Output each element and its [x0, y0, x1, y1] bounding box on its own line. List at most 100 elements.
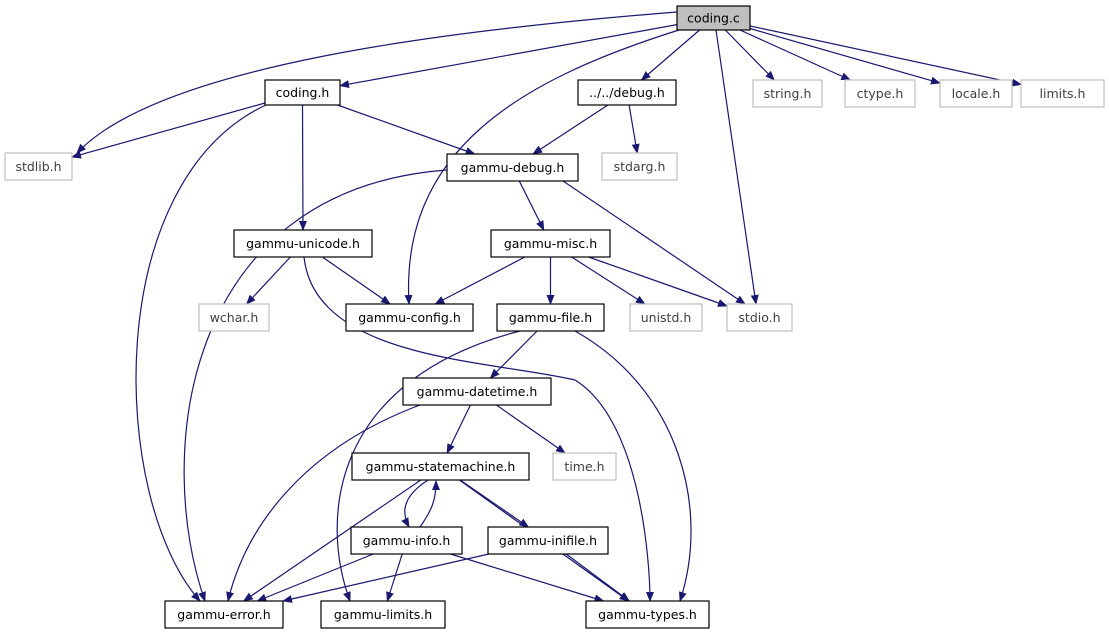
edge-coding-c-to-string-h — [724, 29, 775, 81]
node-label: stdlib.h — [15, 159, 61, 174]
node-box — [844, 79, 916, 108]
node-box — [601, 152, 678, 181]
node-label: coding.c — [687, 11, 740, 26]
node-gammu-statemachine-h[interactable]: gammu-statemachine.h — [351, 452, 530, 481]
node-box — [585, 600, 710, 629]
node-label: gammu-statemachine.h — [366, 459, 516, 474]
edge-gammu-debug-h-to-gammu-error-h — [183, 169, 448, 602]
node-gammu-config-h[interactable]: gammu-config.h — [345, 303, 474, 332]
node-gammu-datetime-h[interactable]: gammu-datetime.h — [402, 377, 552, 406]
edge-coding-c-to-coding-h — [339, 24, 678, 89]
node-box — [350, 526, 463, 555]
edge-gammu-info-h-to-gammu-limits-h — [386, 553, 403, 602]
node-debug-h[interactable]: ../../debug.h — [577, 79, 677, 106]
node-stdarg-h: stdarg.h — [601, 152, 678, 181]
node-gammu-types-h[interactable]: gammu-types.h — [585, 600, 710, 629]
node-box — [490, 229, 611, 258]
node-box — [164, 600, 284, 629]
edge-gammu-debug-h-to-stdio-h — [562, 180, 746, 305]
node-box — [402, 377, 552, 406]
edge-coding-h-to-gammu-unicode-h — [298, 104, 307, 231]
node-gammu-inifile-h[interactable]: gammu-inifile.h — [487, 526, 609, 555]
node-stdlib-h: stdlib.h — [4, 152, 73, 181]
edge-coding-h-to-gammu-debug-h — [337, 104, 476, 155]
node-label: ../../debug.h — [589, 85, 665, 100]
node-label: ctype.h — [857, 86, 904, 101]
node-box — [351, 452, 530, 481]
node-label: gammu-datetime.h — [417, 384, 538, 399]
edge-gammu-statemachine-h-to-gammu-info-h — [401, 479, 429, 528]
node-label: gammu-types.h — [598, 607, 697, 622]
edges-layer — [71, 11, 1022, 603]
node-coding-c[interactable]: coding.c — [676, 5, 751, 31]
edge-coding-h-to-gammu-error-h — [135, 103, 269, 602]
edge-coding-h-to-stdlib-h — [71, 102, 266, 159]
edge-coding-c-to-gammu-config-h — [404, 29, 680, 305]
node-wchar-h: wchar.h — [198, 303, 270, 332]
node-gammu-error-h[interactable]: gammu-error.h — [164, 600, 284, 629]
node-box — [446, 153, 579, 182]
node-label: gammu-misc.h — [504, 236, 597, 251]
node-box — [577, 79, 677, 106]
node-gammu-debug-h[interactable]: gammu-debug.h — [446, 153, 579, 182]
edge-gammu-info-h-to-gammu-types-h — [450, 553, 605, 603]
node-box — [487, 526, 609, 555]
node-box — [676, 5, 751, 31]
node-ctype-h: ctype.h — [844, 79, 916, 108]
node-label: gammu-info.h — [363, 533, 451, 548]
node-box — [1020, 79, 1105, 108]
node-string-h: string.h — [752, 79, 823, 108]
node-box — [496, 303, 605, 332]
node-label: stdarg.h — [614, 159, 666, 174]
node-unistd-h: unistd.h — [629, 303, 703, 332]
edge-gammu-misc-h-to-unistd-h — [571, 256, 646, 305]
edge-gammu-datetime-h-to-time-h — [496, 404, 566, 454]
node-gammu-file-h[interactable]: gammu-file.h — [496, 303, 605, 332]
node-stdio-h: stdio.h — [726, 303, 793, 332]
node-label: wchar.h — [210, 310, 259, 325]
node-box — [264, 79, 341, 106]
node-label: time.h — [564, 459, 604, 474]
node-box — [4, 152, 73, 181]
edge-gammu-unicode-h-to-gammu-config-h — [322, 256, 391, 305]
edge-debug-h-to-gammu-debug-h — [532, 104, 609, 155]
edge-gammu-datetime-h-to-gammu-statemachine-h — [446, 404, 471, 454]
edge-gammu-misc-h-to-stdio-h — [588, 256, 728, 307]
edge-coding-c-to-limits-h — [749, 25, 1022, 87]
node-box — [345, 303, 474, 332]
node-gammu-unicode-h[interactable]: gammu-unicode.h — [233, 229, 373, 258]
node-label: limits.h — [1040, 86, 1086, 101]
node-label: gammu-inifile.h — [499, 533, 597, 548]
edge-coding-c-to-debug-h — [640, 29, 700, 81]
node-label: gammu-unicode.h — [246, 236, 360, 251]
edge-gammu-misc-h-to-gammu-config-h — [434, 256, 526, 305]
node-limits-h: limits.h — [1020, 79, 1105, 108]
edge-gammu-debug-h-to-gammu-misc-h — [518, 180, 545, 231]
node-box — [629, 303, 703, 332]
edge-gammu-info-h-to-gammu-statemachine-h — [419, 480, 440, 528]
edge-coding-c-to-locale-h — [749, 27, 941, 85]
edge-coding-c-to-stdlib-h — [76, 11, 678, 154]
edge-gammu-statemachine-h-to-gammu-error-h — [242, 479, 422, 602]
node-coding-h[interactable]: coding.h — [264, 79, 341, 106]
node-gammu-limits-h[interactable]: gammu-limits.h — [320, 600, 446, 629]
edge-coding-c-to-stdio-h — [715, 29, 759, 305]
node-label: gammu-error.h — [177, 607, 270, 622]
edge-gammu-file-h-to-gammu-types-h — [574, 330, 692, 602]
node-time-h: time.h — [552, 452, 617, 481]
edge-coding-c-to-ctype-h — [739, 29, 852, 81]
node-locale-h: locale.h — [939, 79, 1013, 108]
node-label: stdio.h — [738, 310, 780, 325]
node-label: gammu-limits.h — [334, 607, 432, 622]
edge-gammu-statemachine-h-to-gammu-inifile-h — [459, 479, 530, 528]
node-gammu-misc-h[interactable]: gammu-misc.h — [490, 229, 611, 258]
node-label: string.h — [764, 86, 812, 101]
edge-debug-h-to-stdarg-h — [628, 104, 640, 154]
edge-gammu-datetime-h-to-gammu-error-h — [226, 404, 421, 602]
node-box — [233, 229, 373, 258]
edge-gammu-file-h-to-gammu-datetime-h — [489, 330, 538, 379]
nodes-layer: coding.c coding.h ../../debug.h string.h cty… — [4, 5, 1105, 629]
node-label: coding.h — [276, 85, 330, 100]
node-gammu-info-h[interactable]: gammu-info.h — [350, 526, 463, 555]
